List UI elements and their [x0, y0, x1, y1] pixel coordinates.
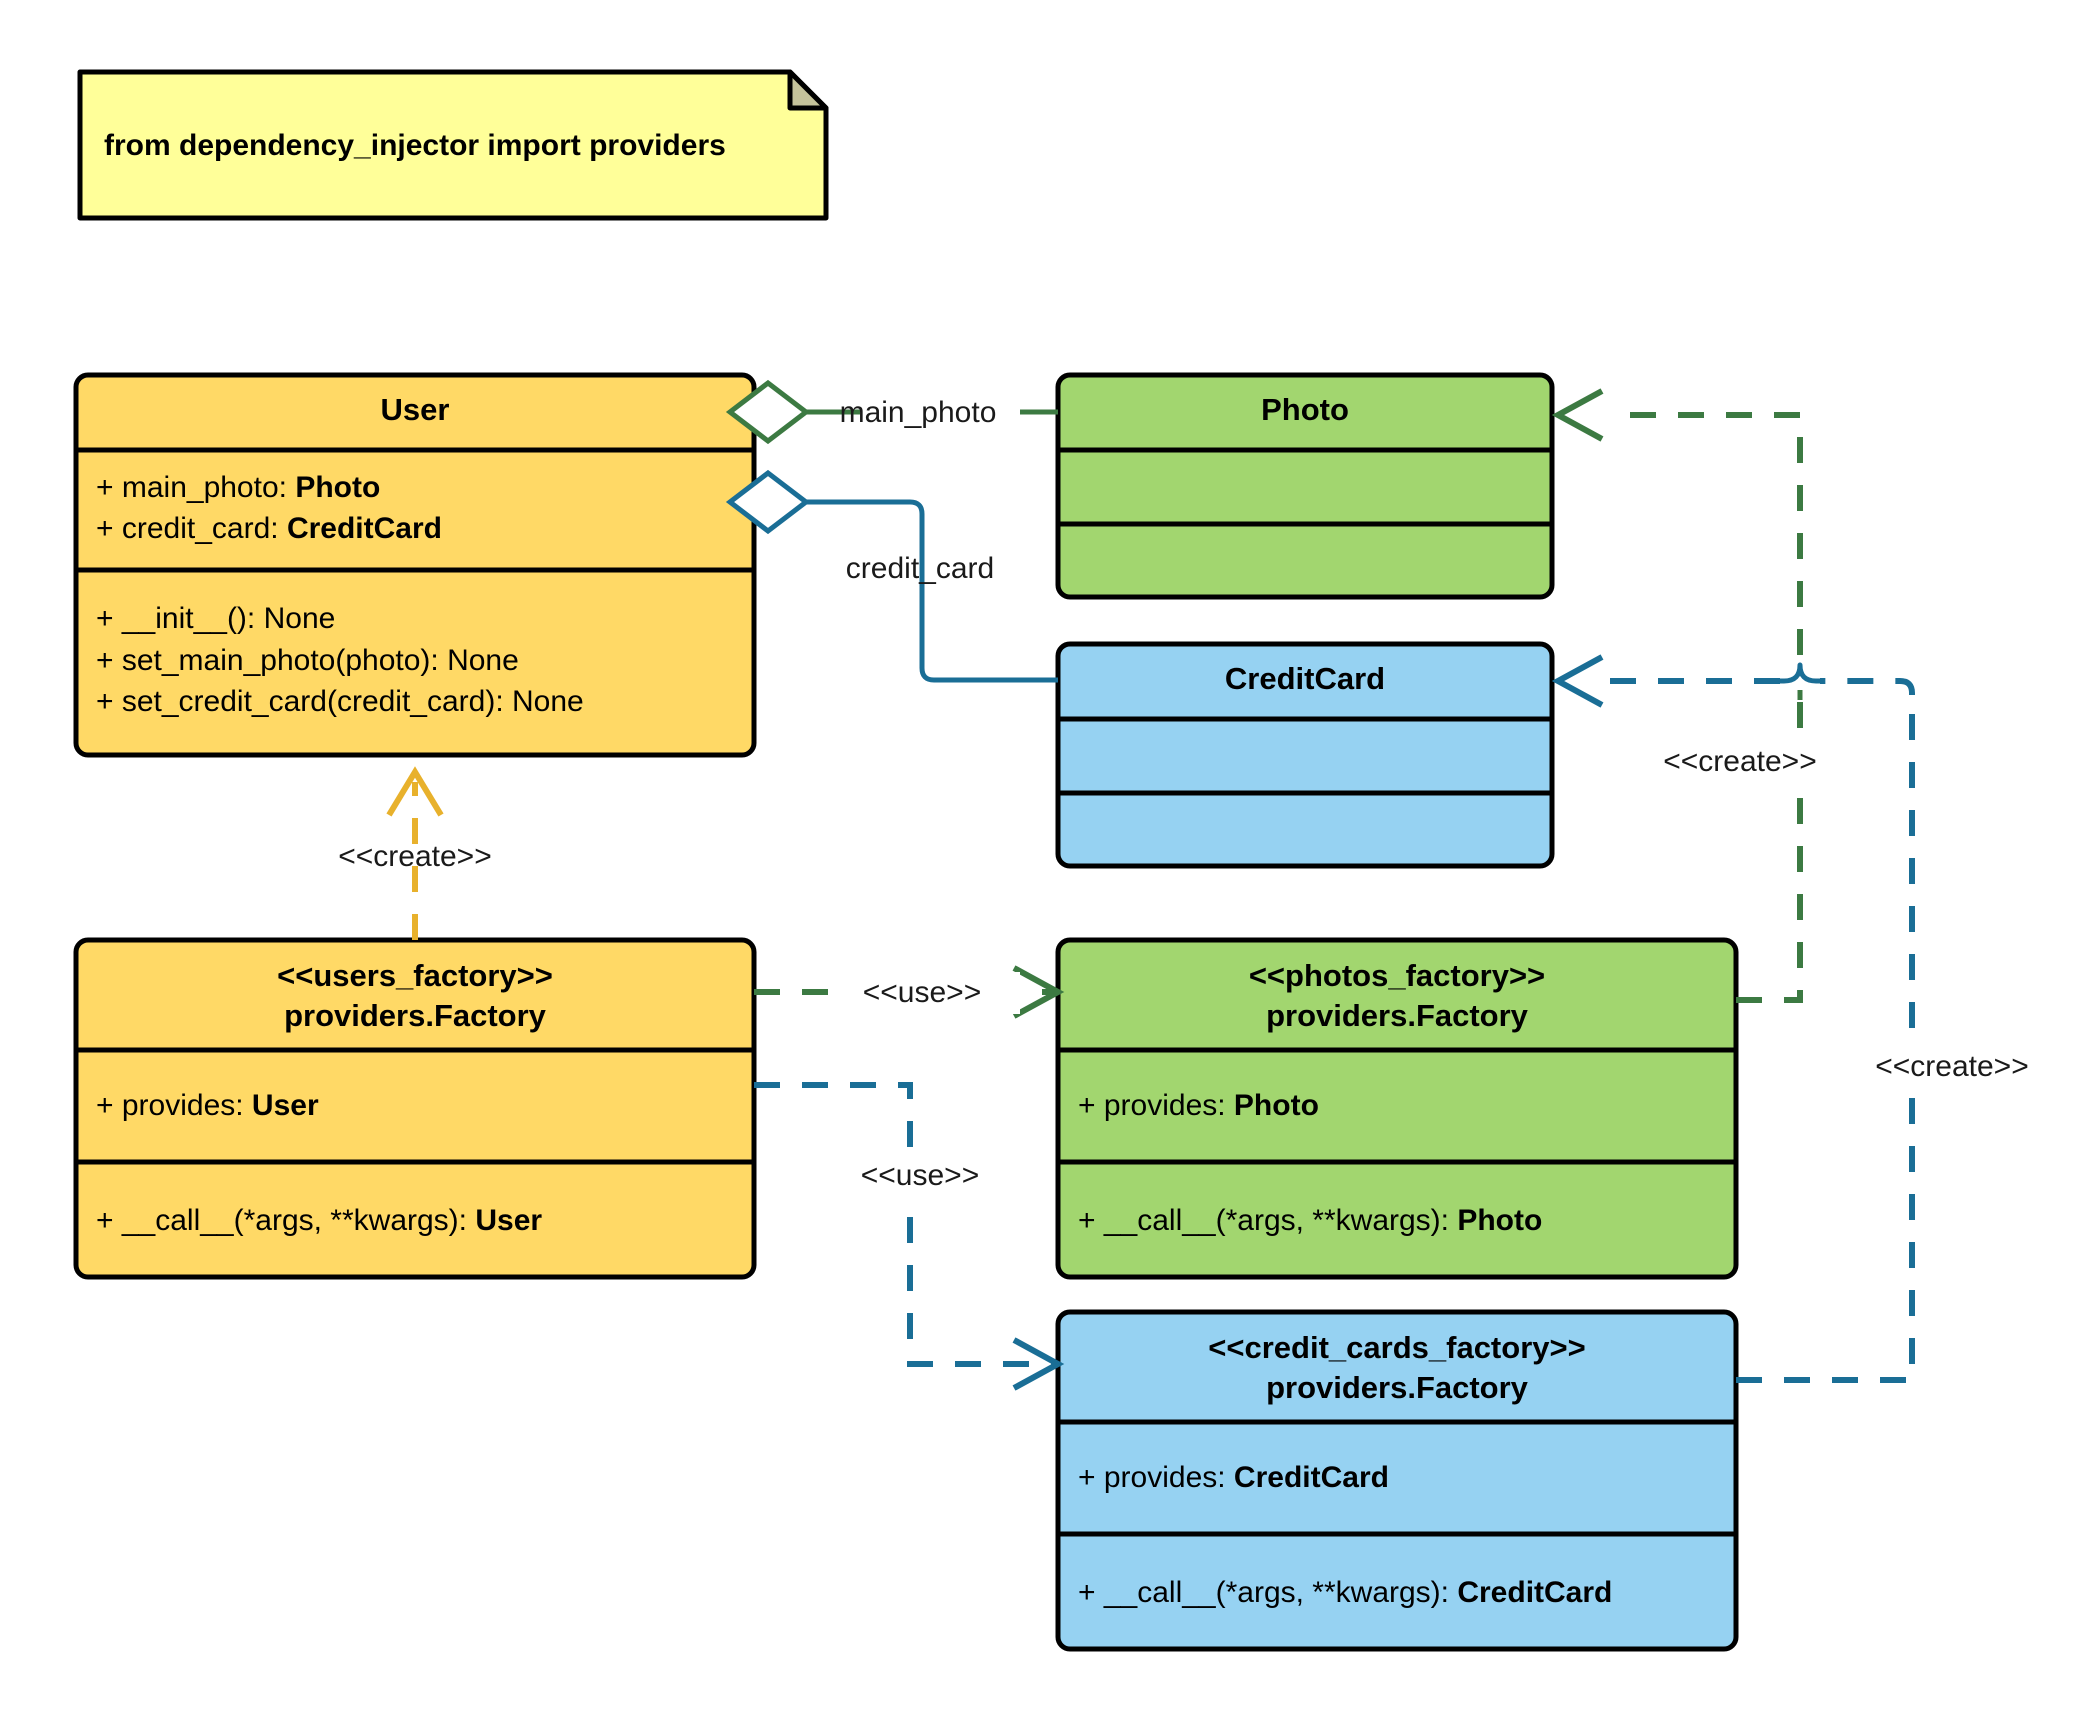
user-method-0: + __init__(): None	[96, 602, 335, 635]
note-fold-corner	[787, 69, 829, 111]
note-dependency-injector-import[interactable]: from dependency_injector import provider…	[77, 69, 829, 221]
photos-factory-attr-0: + provides: Photo	[1078, 1089, 1319, 1122]
credit-card-aggregation-diamond	[725, 469, 811, 535]
use-credit-cards-label-bg	[828, 1155, 1018, 1197]
credit-card-box-fill	[1055, 641, 1555, 869]
use-photos-label-bg	[830, 972, 1020, 1014]
users-factory-stereotype: <<users_factory>>	[277, 958, 553, 993]
photos-factory-stereotype: <<photos_factory>>	[1249, 958, 1545, 993]
edge-create-photo[interactable]: <<create>>	[1551, 388, 1840, 1003]
edge-use-credit-cards-factory[interactable]: <<use>>	[754, 1082, 1065, 1391]
create-credit-card-arrowhead	[1551, 654, 1604, 708]
user-method-1: + set_main_photo(photo): None	[96, 644, 519, 677]
user-attr-0: + main_photo: Photo	[96, 471, 380, 504]
use-photos-arrowhead	[1012, 965, 1065, 1019]
credit-cards-factory-method-0: + __call__(*args, **kwargs): CreditCard	[1078, 1576, 1612, 1609]
use-credit-cards-arrowhead	[1012, 1337, 1065, 1391]
class-box-photo[interactable]: Photo	[1055, 372, 1555, 600]
photos-factory-title: providers.Factory	[1266, 998, 1529, 1033]
class-box-credit-card[interactable]: CreditCard	[1055, 641, 1555, 869]
create-photo-label: <<create>>	[1663, 745, 1816, 778]
create-user-arrowhead	[386, 766, 444, 817]
use-credit-cards-label: <<use>>	[861, 1159, 979, 1192]
class-box-users-factory[interactable]: <<users_factory>> providers.Factory + pr…	[73, 937, 757, 1280]
credit-cards-factory-title: providers.Factory	[1266, 1370, 1529, 1405]
edge-create-credit-card[interactable]: <<create>>	[1551, 654, 2060, 1383]
create-credit-card-line-corner	[1820, 678, 1915, 695]
create-credit-card-line-lower	[1736, 695, 1915, 1383]
users-factory-method-0: + __call__(*args, **kwargs): User	[96, 1204, 542, 1237]
users-factory-title: providers.Factory	[284, 998, 547, 1033]
edge-use-photos-factory[interactable]: <<use>>	[754, 965, 1065, 1019]
class-box-photos-factory[interactable]: <<photos_factory>> providers.Factory + p…	[1055, 937, 1739, 1280]
credit-card-label: credit_card	[846, 552, 994, 585]
credit-card-elbow-line	[806, 499, 1058, 683]
create-credit-card-label-bg	[1850, 1045, 2060, 1089]
credit-cards-factory-stereotype: <<credit_cards_factory>>	[1208, 1330, 1585, 1365]
photo-box-fill	[1055, 372, 1555, 600]
create-photo-line-lower	[1736, 700, 1803, 1003]
edge-credit-card[interactable]: credit_card	[725, 469, 1058, 683]
photos-factory-box-fill	[1055, 937, 1739, 1280]
edge-create-user[interactable]: <<create>>	[338, 766, 492, 940]
create-photo-line-upper	[1610, 412, 1803, 655]
credit-cards-factory-box-fill	[1055, 1309, 1739, 1652]
edge-main-photo[interactable]: main_photo	[725, 379, 1058, 445]
photos-factory-method-0: + __call__(*args, **kwargs): Photo	[1078, 1204, 1542, 1237]
use-credit-cards-dashed-line	[754, 1082, 1058, 1367]
create-credit-card-label: <<create>>	[1875, 1050, 2028, 1083]
credit-card-title: CreditCard	[1225, 661, 1385, 696]
note-label: from dependency_injector import provider…	[104, 129, 726, 162]
user-method-2: + set_credit_card(credit_card): None	[96, 685, 584, 718]
user-box-fill	[73, 372, 757, 758]
main-photo-label: main_photo	[840, 396, 997, 429]
create-photo-arrowhead	[1551, 388, 1604, 442]
create-photo-label-bg	[1640, 740, 1840, 784]
class-box-credit-cards-factory[interactable]: <<credit_cards_factory>> providers.Facto…	[1055, 1309, 1739, 1652]
class-box-user[interactable]: User + main_photo: Photo + credit_card: …	[73, 372, 757, 758]
create-credit-card-line-hop	[1780, 662, 1820, 684]
user-attr-1: + credit_card: CreditCard	[96, 512, 442, 545]
users-factory-attr-0: + provides: User	[96, 1089, 319, 1122]
credit-cards-factory-attr-0: + provides: CreditCard	[1078, 1461, 1389, 1494]
photo-title: Photo	[1261, 392, 1349, 427]
main-photo-aggregation-diamond	[725, 379, 811, 445]
user-title: User	[381, 392, 450, 427]
note-body	[77, 69, 829, 221]
create-user-label: <<create>>	[338, 840, 491, 873]
use-photos-label: <<use>>	[863, 976, 981, 1009]
